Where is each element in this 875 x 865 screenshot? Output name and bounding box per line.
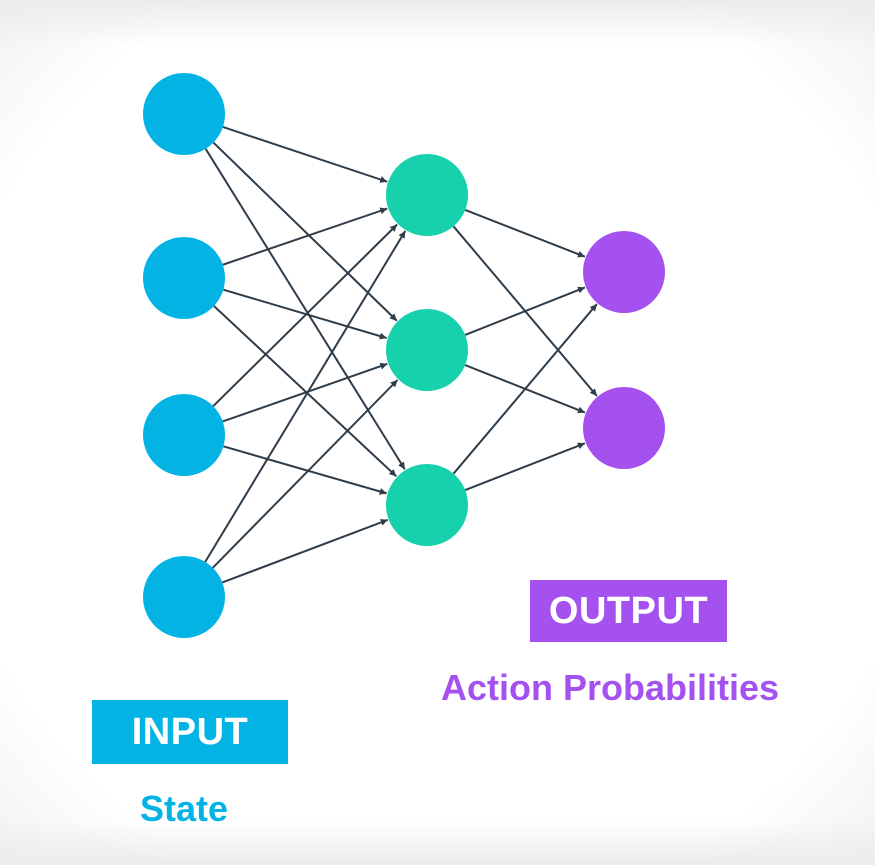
input-node-3: [143, 394, 225, 476]
edge-input-2-to-hidden-1: [222, 207, 388, 266]
input-tag: INPUT: [92, 700, 288, 764]
edge-input-1-to-hidden-1: [222, 126, 388, 183]
edge-input-4-to-hidden-3: [221, 518, 389, 584]
output-node-1: [583, 231, 665, 313]
edge-hidden-1-to-output-1: [464, 208, 586, 258]
output-tag: OUTPUT: [530, 580, 727, 642]
hidden-node-1: [386, 154, 468, 236]
nodes-group: [143, 73, 665, 638]
input-node-4: [143, 556, 225, 638]
edge-input-2-to-hidden-3: [213, 305, 397, 478]
edge-input-3-to-hidden-2: [222, 362, 388, 423]
edge-input-3-to-hidden-3: [223, 445, 387, 495]
edge-input-4-to-hidden-1: [204, 230, 407, 563]
edge-input-3-to-hidden-1: [212, 223, 398, 407]
hidden-node-3: [386, 464, 468, 546]
output-node-2: [583, 387, 665, 469]
edge-input-2-to-hidden-2: [223, 288, 388, 340]
input-node-1: [143, 73, 225, 155]
edge-input-1-to-hidden-2: [212, 141, 398, 322]
edge-input-1-to-hidden-3: [204, 148, 406, 470]
hidden-node-2: [386, 309, 468, 391]
edge-hidden-3-to-output-2: [464, 442, 586, 492]
edge-input-4-to-hidden-2: [212, 379, 399, 569]
edges-group: [204, 126, 598, 584]
input-caption: State: [140, 788, 229, 829]
edge-hidden-2-to-output-1: [464, 286, 586, 336]
output-caption: Action Probabilities: [441, 667, 780, 708]
edge-hidden-3-to-output-1: [452, 303, 598, 475]
input-node-2: [143, 237, 225, 319]
